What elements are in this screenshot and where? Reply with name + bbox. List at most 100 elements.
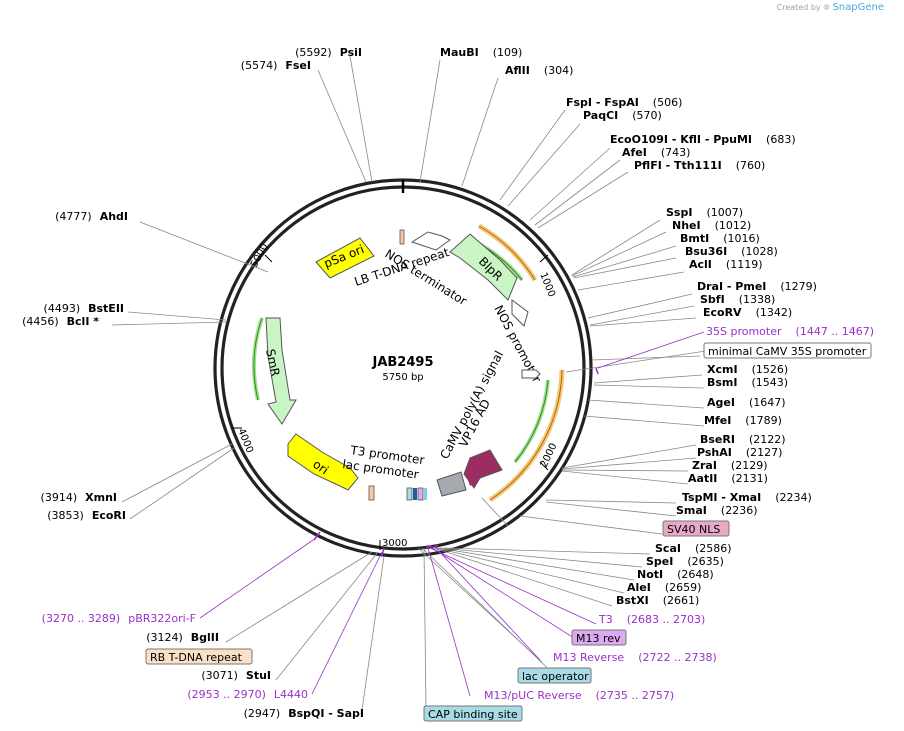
enzyme-pos: (2661)	[663, 594, 700, 607]
svg-text:BmtI(1016): BmtI (1016)	[680, 232, 760, 245]
lac-operator-label: lac operator	[522, 670, 589, 683]
enzyme-labels-right: MauBI(109) AflII(304) FspI - FspAI(506) …	[440, 46, 817, 607]
snapgene-logo-icon: ❊	[823, 3, 830, 12]
enzyme-name: BmtI	[680, 232, 709, 245]
svg-text:AflII(304): AflII (304)	[505, 64, 573, 77]
enzyme-pos: (304)	[544, 64, 574, 77]
svg-text:FspI - FspAI(506): FspI - FspAI(506)	[566, 96, 682, 109]
svg-text:EcoO109I - KflI - PpuMI(683): EcoO109I - KflI - PpuMI (683)	[610, 133, 796, 146]
svg-text:SbfI(1338): SbfI(1338)	[700, 293, 775, 306]
enzyme-name: SspI	[666, 206, 692, 219]
feature-blpr	[449, 233, 518, 301]
feature-label-smr: SmR	[263, 348, 282, 378]
enzyme-name: NotI	[637, 568, 663, 581]
svg-text:(5592)PsiI: (5592)PsiI	[295, 46, 362, 59]
tick-label-1000: 1000	[537, 271, 557, 299]
primer-range: (2722 .. 2738)	[638, 651, 717, 664]
enzyme-pos: (2131)	[731, 472, 768, 485]
feature-ori	[287, 433, 359, 491]
enzyme-pos: (1119)	[726, 258, 763, 271]
feature-rb-repeat	[368, 485, 375, 501]
enzyme-pos: (1543)	[752, 376, 789, 389]
feature-label-polya: CaMV poly(A) signal	[437, 349, 506, 462]
svg-text:Bsu36I(1028): Bsu36I (1028)	[685, 245, 778, 258]
svg-text:BstXI(2661): BstXI (2661)	[616, 594, 699, 607]
primer-range: (2683 .. 2703)	[627, 613, 706, 626]
enzyme-pos: (3914)	[41, 491, 78, 504]
primer-range: (1447 .. 1467)	[796, 325, 875, 338]
enzyme-pos: (1647)	[749, 396, 786, 409]
enzyme-pos: (2236)	[721, 504, 758, 517]
enzyme-name: BseRI	[700, 433, 735, 446]
enzyme-name: XmnI	[85, 491, 117, 504]
enzyme-name: NheI	[672, 219, 701, 232]
svg-text:M13/pUC Reverse(2735 .. 2757): M13/pUC Reverse(2735 .. 2757)	[484, 689, 674, 702]
enzyme-name: ScaI	[655, 542, 681, 555]
svg-text:AclI(1119): AclI(1119)	[689, 258, 762, 271]
enzyme-name: StuI	[246, 669, 271, 682]
enzyme-name: Bsu36I	[685, 245, 727, 258]
enzyme-pos: (2586)	[695, 542, 732, 555]
enzyme-pos: (683)	[766, 133, 796, 146]
enzyme-pos: (2947)	[244, 707, 281, 720]
leader-lines	[111, 55, 707, 711]
enzyme-name: TspMI - XmaI	[682, 491, 761, 504]
enzyme-name: AhdI	[100, 210, 128, 223]
primer-leader-lines	[199, 331, 705, 697]
sv40-nls-label: SV40 NLS	[667, 523, 720, 536]
enzyme-name: BclI *	[67, 315, 100, 328]
enzyme-name: DraI - PmeI	[697, 280, 766, 293]
orf-arcs	[252, 223, 565, 503]
svg-text:T3(2683 .. 2703): T3(2683 .. 2703)	[598, 613, 705, 626]
enzyme-name: AflII	[505, 64, 530, 77]
svg-text:(3270 .. 3289)pBR322ori-F: (3270 .. 3289)pBR322ori-F	[42, 612, 196, 625]
enzyme-name: BstXI	[616, 594, 649, 607]
rb-tdna-label: RB T-DNA repeat	[150, 651, 243, 664]
svg-text:(2947)BspQI - SapI: (2947) BspQI - SapI	[244, 707, 364, 720]
svg-text:AgeI(1647): AgeI(1647)	[707, 396, 786, 409]
enzyme-pos: (506)	[653, 96, 683, 109]
svg-text:(3914)XmnI: (3914) XmnI	[41, 491, 117, 504]
svg-text:SmaI(2236): SmaI(2236)	[676, 504, 757, 517]
enzyme-pos: (2234)	[775, 491, 812, 504]
enzyme-pos: (2635)	[687, 555, 724, 568]
svg-text:AatII(2131): AatII(2131)	[688, 472, 768, 485]
enzyme-pos: (4493)	[44, 302, 81, 315]
enzyme-name: PsiI	[340, 46, 362, 59]
enzyme-pos: (1789)	[745, 414, 782, 427]
feature-nos-promoter	[511, 299, 529, 327]
enzyme-pos: (760)	[736, 159, 766, 172]
svg-text:NheI(1012): NheI (1012)	[672, 219, 751, 232]
feature-nos-terminator	[410, 231, 451, 251]
enzyme-name: ZraI	[692, 459, 717, 472]
svg-text:MfeI(1789): MfeI(1789)	[704, 414, 782, 427]
enzyme-name: BspQI - SapI	[288, 707, 364, 720]
enzyme-labels-left: (5592)PsiI (5574)FseI (4777)AhdI (4493)B…	[22, 46, 364, 720]
enzyme-pos: (2659)	[665, 581, 702, 594]
enzyme-pos: (1028)	[741, 245, 778, 258]
svg-text:SspI(1007): SspI(1007)	[666, 206, 743, 219]
enzyme-pos: (1016)	[723, 232, 760, 245]
primer-name: pBR322ori-F	[128, 612, 196, 625]
svg-text:BseRI(2122): BseRI(2122)	[700, 433, 786, 446]
enzyme-pos: (3071)	[201, 669, 238, 682]
primer-range: (2735 .. 2757)	[596, 689, 675, 702]
enzyme-name: BglII	[191, 631, 219, 644]
svg-text:(3071)StuI: (3071) StuI	[201, 669, 271, 682]
svg-text:MauBI(109): MauBI(109)	[440, 46, 522, 59]
enzyme-pos: (1012)	[715, 219, 752, 232]
svg-text:DraI - PmeI(1279): DraI - PmeI(1279)	[697, 280, 817, 293]
svg-text:XcmI(1526): XcmI (1526)	[707, 363, 788, 376]
primer-name: L4440	[274, 688, 308, 701]
enzyme-pos: (2648)	[677, 568, 714, 581]
enzyme-name: EcoO109I - KflI - PpuMI	[610, 133, 752, 146]
enzyme-name: XcmI	[707, 363, 738, 376]
enzyme-pos: (1526)	[752, 363, 789, 376]
snapgene-credit: Created by ❊ SnapGene	[777, 2, 884, 13]
feature-lac-operator-marks	[406, 487, 413, 501]
feature-lb-repeat	[399, 229, 405, 245]
svg-text:ZraI(2129): ZraI(2129)	[692, 459, 768, 472]
svg-text:BsmI(1543): BsmI(1543)	[707, 376, 788, 389]
enzyme-pos: (1342)	[756, 306, 793, 319]
